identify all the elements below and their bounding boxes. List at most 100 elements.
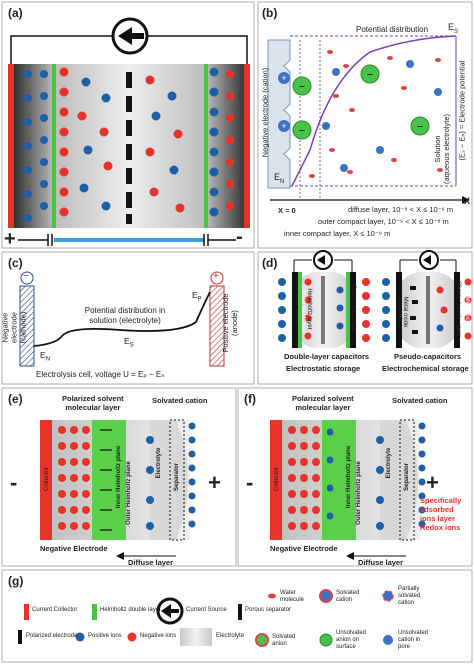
es-label-c: ES bbox=[124, 336, 134, 349]
water-molecules bbox=[309, 50, 443, 178]
x-axis-label: X bbox=[464, 196, 471, 206]
legend-positive-ion bbox=[75, 632, 85, 642]
legend-current-source: Current Source bbox=[186, 607, 227, 613]
solvated-cations bbox=[322, 60, 442, 172]
panel-a-border bbox=[1, 1, 255, 249]
panel-d bbox=[278, 250, 472, 348]
electrolysis-cell-label: Electrolysis cell, voltage U = Eₚ − Eₙ bbox=[36, 370, 165, 379]
solvated-cation-label-f: Solvated cation bbox=[392, 396, 448, 405]
panel-b-border bbox=[257, 1, 473, 249]
electrode-ions-right bbox=[209, 67, 234, 217]
metal-oxide-right: Metal oxide electrodes bbox=[458, 296, 470, 328]
capacitor-bar bbox=[54, 238, 204, 242]
separator-ions bbox=[418, 422, 426, 528]
panel-e bbox=[40, 419, 196, 560]
legend-polarized-electrode: Polarized electrode bbox=[26, 633, 78, 639]
legend-partial-cation bbox=[382, 590, 394, 602]
adsorbed-ions bbox=[326, 428, 334, 520]
pseudo-title: Pseudo-capacitors bbox=[394, 352, 462, 361]
electrolyte-label-f: Electrolyte bbox=[386, 447, 392, 479]
plus-sign: + bbox=[4, 228, 16, 250]
panel-b: + + − − − − bbox=[267, 35, 470, 204]
minus-terminal-label: − bbox=[23, 271, 29, 282]
bulk-ions bbox=[77, 75, 185, 213]
metal-oxide-left: Metal oxide electrodes bbox=[396, 296, 408, 328]
x-zero-label: X = 0 bbox=[278, 206, 296, 215]
panel-f-border bbox=[237, 387, 473, 567]
solution-label: Solution(aqueous electrolyte) bbox=[433, 113, 451, 185]
legend-solvated-anion bbox=[255, 633, 269, 647]
plus-sign-f: + bbox=[426, 470, 439, 495]
ep-label: EP bbox=[192, 290, 202, 303]
electrochemical-label: Electrochemical storage bbox=[382, 364, 469, 373]
legend-porous-separator: Porous separator bbox=[245, 607, 292, 613]
en-label-c: EN bbox=[40, 350, 51, 363]
panel-d-border bbox=[257, 251, 473, 385]
legend-positive-ions: Positive ions bbox=[88, 633, 122, 639]
legend-unsolvated-cation bbox=[383, 635, 393, 645]
minus-sign-f: - bbox=[246, 470, 254, 495]
anode-label: Positive electrode(anode) bbox=[221, 293, 239, 353]
separator-label: Separator bbox=[174, 463, 180, 492]
collector-label: Collector bbox=[44, 467, 50, 491]
current-source-arrow bbox=[118, 27, 144, 45]
panel-g-label: (g) bbox=[8, 574, 24, 588]
minus-sign: - bbox=[236, 226, 243, 248]
collector-bar bbox=[270, 420, 282, 540]
plus-sign-e: + bbox=[208, 470, 221, 495]
panel-e-label: (e) bbox=[8, 392, 23, 406]
separator-ions bbox=[188, 422, 196, 528]
collector-right bbox=[244, 64, 250, 228]
electrode-potential-label: (Eₛ − Eₙ) = Electrode potential bbox=[457, 60, 467, 161]
pseudo-capacitor bbox=[382, 250, 472, 348]
potential-curve bbox=[291, 35, 457, 187]
inner-helmholtz-label: Inner Helmholtz plane bbox=[116, 445, 122, 509]
inner-helmholtz-label-f: Inner Helmholtz plane bbox=[346, 445, 352, 509]
panel-f bbox=[270, 419, 426, 560]
helmholtz-right bbox=[204, 64, 208, 228]
panel-c-border bbox=[1, 251, 255, 385]
negative-electrode-label-f: Negative Electrode bbox=[270, 544, 338, 553]
panel-a-label: (a) bbox=[8, 6, 23, 20]
negative-electrode-shape bbox=[267, 39, 291, 189]
potential-label: Potential distribution bbox=[356, 25, 429, 34]
panel-e-border bbox=[1, 387, 237, 567]
legend-electrolyte: Electrolyte bbox=[216, 633, 245, 639]
circuit-wire bbox=[148, 35, 248, 64]
helmholtz-green bbox=[92, 420, 126, 540]
bulk-cations bbox=[376, 436, 384, 530]
separator-label-f: Separator bbox=[404, 463, 410, 492]
double-layer-capacitor bbox=[278, 250, 370, 348]
legend-negative-ions: Negative ions bbox=[140, 633, 177, 639]
svg-text:−: − bbox=[299, 81, 305, 93]
panel-f-label: (f) bbox=[244, 392, 256, 406]
outer-helmholtz-label: Outer Helmholtz plane bbox=[126, 461, 132, 525]
outer-compact-label: outer compact layer, 10⁻⁹ < X ≤ 10⁻⁸ m bbox=[318, 217, 449, 226]
negative-electrode-label: Negative Electrode bbox=[40, 544, 108, 553]
diffuse-layer-label: diffuse layer, 10⁻⁸ < X ≤ 10⁻⁶ m bbox=[348, 205, 454, 214]
electrode-charges bbox=[58, 426, 90, 530]
carbon-electrodes-right: Carbon electrodes bbox=[350, 284, 356, 334]
legend-current-collector-swatch bbox=[24, 604, 29, 620]
anode-bar bbox=[209, 285, 225, 367]
legend-electrolyte-swatch bbox=[180, 628, 212, 646]
legend-water-molecule bbox=[268, 593, 276, 599]
electrostatic-label: Electrostatic storage bbox=[286, 364, 361, 373]
collector-label-f: Collector bbox=[274, 467, 280, 491]
panel-g bbox=[18, 589, 394, 647]
es-label: ES bbox=[448, 22, 459, 35]
legend-separator-swatch bbox=[238, 604, 242, 620]
svg-text:−: − bbox=[299, 125, 305, 137]
collector-left bbox=[8, 64, 14, 228]
panel-g-border bbox=[1, 569, 473, 663]
